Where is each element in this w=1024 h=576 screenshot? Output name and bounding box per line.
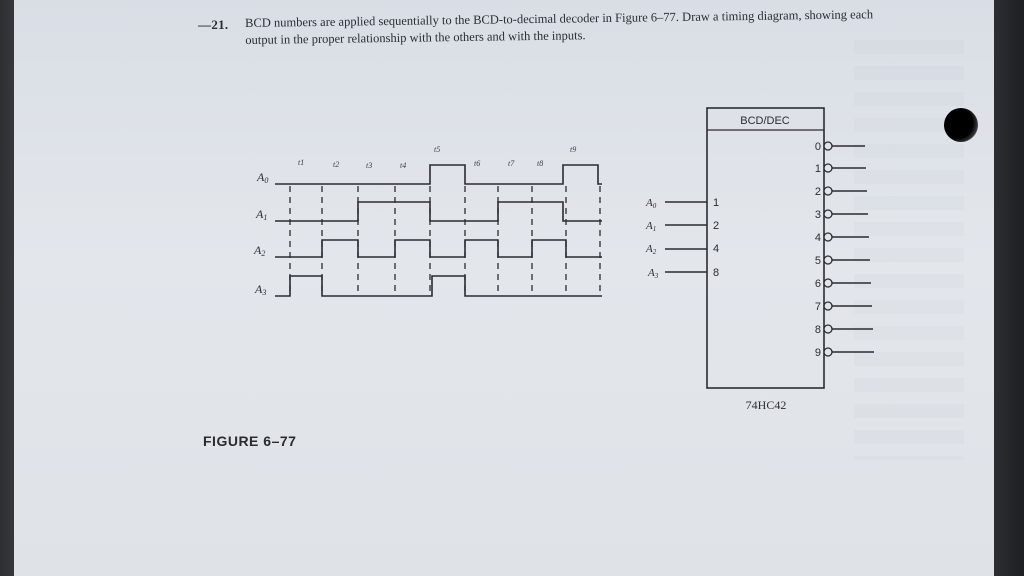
figure-caption: FIGURE 6–77 <box>203 433 297 449</box>
decoder-weight-4: 4 <box>713 243 719 255</box>
decoder-input-weights: 1 2 4 8 <box>713 197 719 279</box>
decoder-input-label-a2: A2 <box>645 243 657 256</box>
timing-label-a2: A2 <box>253 243 265 258</box>
decoder-weight-1: 1 <box>713 197 719 209</box>
decoder-input-label-a1: A1 <box>645 220 656 233</box>
decoder-output-1: 1 <box>815 163 821 175</box>
decoder-input-lines <box>665 201 707 273</box>
binder-hole <box>944 108 978 142</box>
time-divisions <box>289 186 601 296</box>
output-bubble-4 <box>823 232 833 242</box>
decoder-input-label-a0: A0 <box>645 197 657 210</box>
decoder-output-2: 2 <box>815 186 821 198</box>
output-bubble-0 <box>823 141 833 151</box>
problem-dash: — <box>198 17 212 32</box>
output-bubble-8 <box>823 324 833 334</box>
decoder-input-label-a3: A3 <box>647 267 659 280</box>
handwritten-t3: t3 <box>366 161 372 170</box>
decoder-output-3: 3 <box>815 209 821 221</box>
timing-diagram <box>275 164 602 297</box>
decoder-output-7: 7 <box>815 301 821 313</box>
output-bubble-6 <box>823 278 833 288</box>
decoder-weight-2: 2 <box>713 220 719 232</box>
handwritten-t6: t6 <box>474 159 480 168</box>
page-bleed-through <box>854 40 964 460</box>
timing-label-a3: A3 <box>254 282 266 297</box>
waveform-a2 <box>275 239 602 258</box>
handwritten-t9: t9 <box>570 145 576 154</box>
handwritten-t1: t1 <box>298 158 304 167</box>
output-bubble-1 <box>823 163 833 173</box>
output-bubble-5 <box>823 255 833 265</box>
timing-labels: A0 A1 A2 A3 <box>253 170 268 297</box>
waveform-a1 <box>275 201 602 222</box>
decoder-output-5: 5 <box>815 255 821 267</box>
handwritten-t5: t5 <box>434 145 440 154</box>
decoder-output-bubbles <box>823 141 833 357</box>
problem-number: —21. <box>198 17 228 33</box>
decoder-header: BCD/DEC <box>740 115 790 127</box>
waveform-a3 <box>275 275 602 297</box>
output-bubble-2 <box>823 186 833 196</box>
output-bubble-9 <box>823 347 833 357</box>
handwritten-t8: t8 <box>537 159 543 168</box>
handwritten-t4: t4 <box>400 161 406 170</box>
decoder-weight-8: 8 <box>713 267 719 279</box>
decoder-part-number: 74HC42 <box>746 398 787 412</box>
handwritten-t7: t7 <box>508 159 515 168</box>
decoder-output-8: 8 <box>815 324 821 336</box>
decoder-output-0: 0 <box>815 141 821 153</box>
handwritten-time-labels: t1 t2 t3 t4 t5 t6 t7 t8 t9 <box>298 145 576 170</box>
output-bubble-7 <box>823 301 833 311</box>
decoder-body <box>706 107 825 389</box>
textbook-page <box>14 0 994 576</box>
decoder-74hc42: BCD/DEC 74HC42 A0 A1 A2 A3 1 2 4 8 0 1 2… <box>645 107 874 412</box>
timing-label-a0: A0 <box>256 170 268 185</box>
decoder-output-4: 4 <box>815 232 821 244</box>
problem-number-text: 21. <box>211 17 229 32</box>
handwritten-t2: t2 <box>333 160 339 169</box>
timing-label-a1: A1 <box>255 207 267 222</box>
decoder-output-6: 6 <box>815 278 821 290</box>
decoder-input-labels: A0 A1 A2 A3 <box>645 197 659 280</box>
output-bubble-3 <box>823 209 833 219</box>
decoder-output-9: 9 <box>815 347 821 359</box>
waveform-a0 <box>275 164 602 185</box>
decoder-output-lines <box>832 145 874 353</box>
decoder-output-numbers: 0 1 2 3 4 5 6 7 8 9 <box>815 141 821 359</box>
